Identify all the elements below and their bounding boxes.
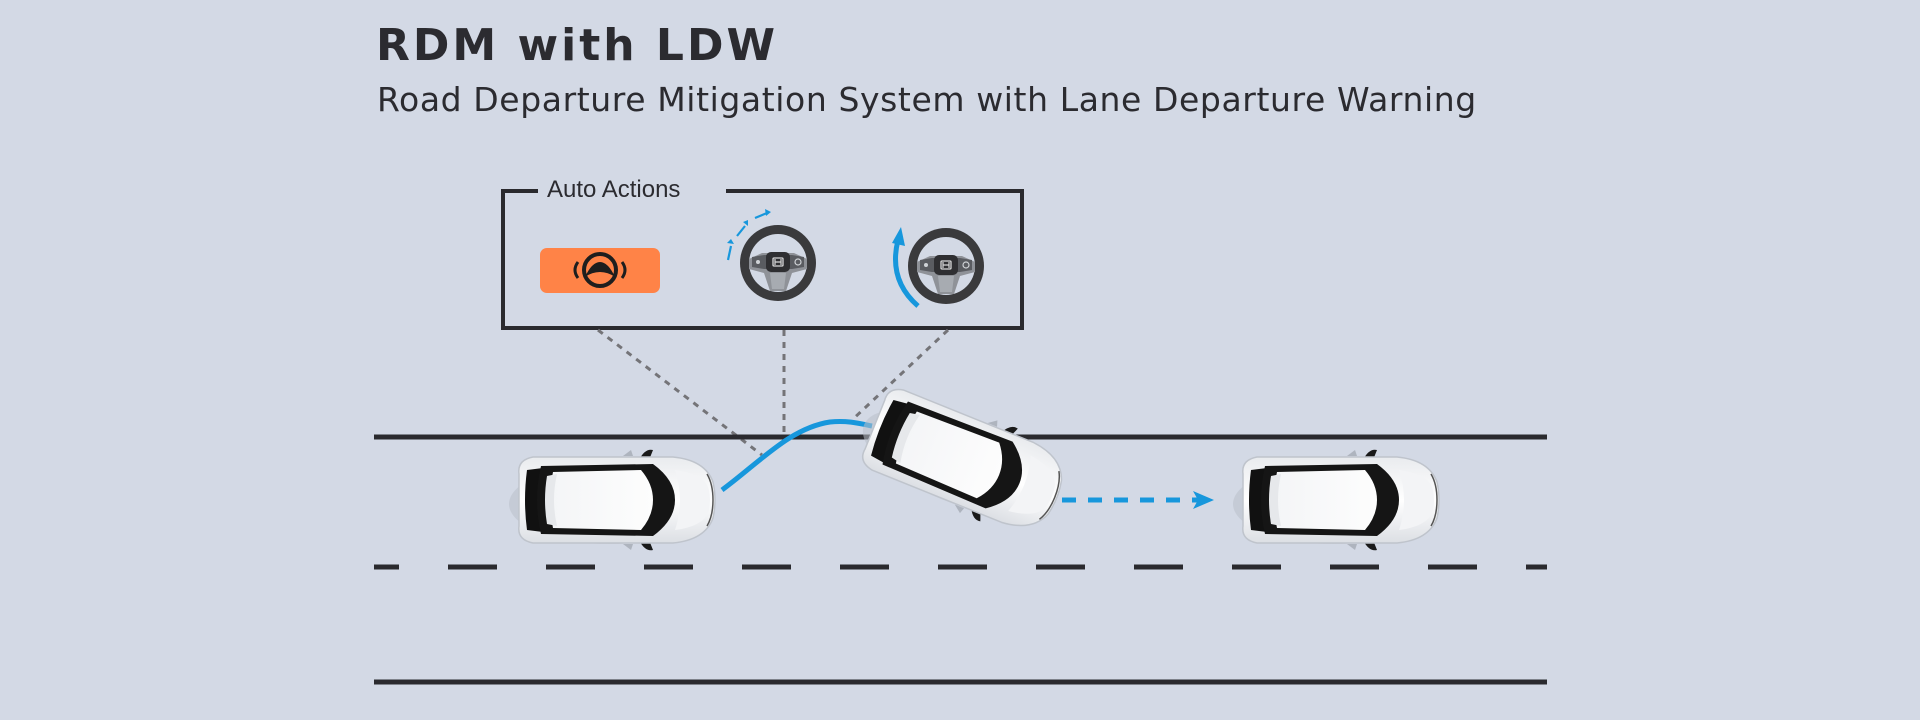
leader-line-3 — [850, 328, 950, 422]
page-title: RDM with LDW — [376, 20, 779, 71]
auto-actions-label: Auto Actions — [543, 178, 685, 202]
steering-wheel-rotate-icon — [892, 227, 985, 308]
car-correcting — [845, 373, 1077, 546]
leader-line-1 — [597, 328, 763, 457]
steering-wheel-vibration-icon — [540, 248, 660, 293]
car-start — [508, 448, 716, 552]
arrow-head-icon — [1193, 491, 1214, 509]
vehicle-path — [720, 419, 873, 493]
car-recovered — [1232, 448, 1440, 552]
steering-wheel-assist-icon — [726, 209, 817, 302]
auto-actions-box — [501, 189, 1024, 330]
page-subtitle: Road Departure Mitigation System with La… — [377, 80, 1477, 119]
leader-lines — [597, 328, 950, 457]
